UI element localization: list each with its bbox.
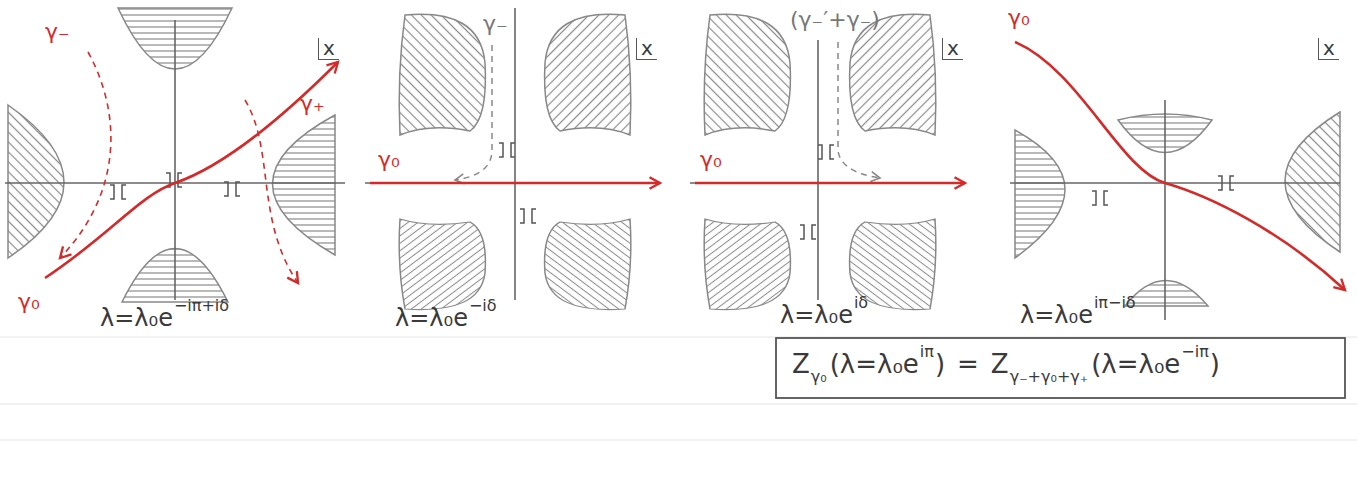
equation-box: [776, 338, 1345, 398]
contour-label: γ₀: [700, 148, 722, 172]
contour-label: γ₊: [300, 92, 325, 116]
contour-label: γ₀: [378, 148, 400, 172]
panel-3: [690, 14, 965, 309]
caption-exponent: iδ: [854, 294, 868, 312]
contour-label: γ₀: [1008, 6, 1030, 30]
equation-symbol: Z: [792, 350, 810, 379]
equation-subscript: γ₋+γ₀+γ₊: [1010, 368, 1089, 386]
equation-subscript: γ₀: [811, 368, 827, 386]
panel-1: [5, 8, 345, 302]
plane-label: x: [318, 38, 339, 60]
parameter-caption: λ=λ₀e: [1020, 302, 1093, 328]
equation-symbol: (λ=λ₀e: [830, 350, 919, 379]
ruled-lines: [0, 337, 1357, 440]
contour-label: (γ₋′+γ₋): [790, 8, 880, 32]
plane-label: x: [1318, 38, 1339, 60]
caption-exponent: −iδ: [469, 297, 497, 315]
panel-2: [365, 8, 660, 310]
equation-superscript: −iπ: [1181, 343, 1208, 361]
equation-superscript: iπ: [920, 343, 934, 361]
contour-label: γ₋: [483, 12, 508, 36]
equation-symbol: =: [957, 350, 979, 379]
panel-4: [1010, 42, 1345, 320]
caption-exponent: −iπ+iδ: [174, 297, 229, 315]
plane-label: x: [636, 38, 657, 60]
equation-symbol: Z: [991, 350, 1009, 379]
contour-label: γ₋: [45, 20, 70, 44]
parameter-caption: λ=λ₀e: [780, 302, 853, 328]
equation-symbol: ): [1210, 350, 1220, 379]
equation-symbol: (λ=λ₀e: [1091, 350, 1180, 379]
caption-exponent: iπ−iδ: [1094, 294, 1136, 312]
equation-symbol: ): [935, 350, 945, 379]
parameter-caption: λ=λ₀e: [395, 305, 468, 331]
parameter-caption: λ=λ₀e: [100, 305, 173, 331]
plane-label: x: [942, 38, 963, 60]
contour-label: γ₀: [18, 290, 40, 314]
